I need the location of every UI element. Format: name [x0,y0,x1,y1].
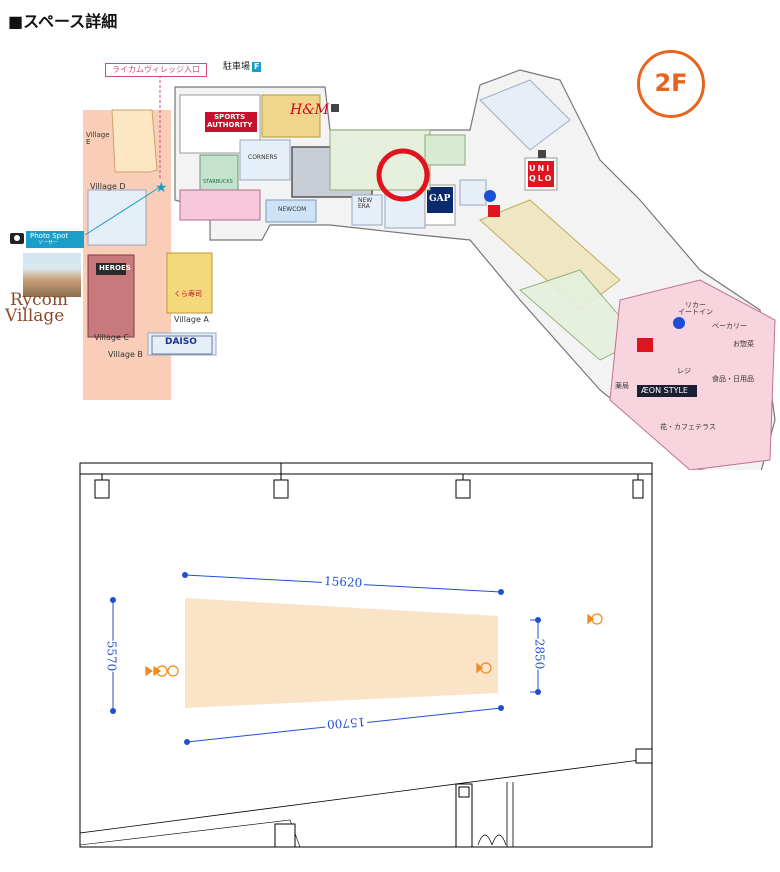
register-label: レジ [677,367,691,375]
heroes-logo: HEROES [99,264,131,272]
deli-label: お惣菜 [733,340,754,348]
uniqlo-logo: UNI QLO [529,164,554,184]
rycom-village-title-line1: Rycom [10,290,68,310]
dimension-right: 2850 [532,638,547,670]
store-corners [239,139,291,181]
photo-spot-subtitle: ソーサー [38,240,58,246]
gap-logo: GAP [429,194,451,204]
highlight-marker [376,148,430,202]
floor-badge-text: 2F [654,69,688,97]
pharmacy-label: 薬局 [615,382,629,390]
dimension-top: 15620 [321,574,365,590]
village-c-label: Village C [94,333,129,342]
kura-label: くら寿司 [174,290,202,298]
photo-spot-title: Photo Spot [30,232,69,240]
space-floor-plan: 15620 15700 5570 2850 [0,440,780,872]
grocery-label: 食品・日用品 [712,375,754,383]
store-left-row [179,189,261,221]
store-newcom [265,199,317,223]
camera-icon [10,233,24,244]
svg-text:★: ★ [155,180,168,196]
floor-map: ★ ライカムヴィレッジ入口 駐車場 F Village E Village D … [0,40,780,470]
newcom-label: NEWCOM [278,206,307,213]
daiso-logo: DAISO [165,337,197,347]
parking-icon: F [252,62,262,72]
village-d-label: Village D [90,182,126,191]
village-b-label: Village B [108,350,143,359]
store-starbucks [199,154,239,194]
sports-authority-logo: SPORTS AUTHORITY [207,113,253,129]
dimension-left: 5570 [104,640,119,672]
village-e-label: Village E [86,131,110,146]
village-a-label: Village A [174,315,209,324]
dimension-bottom: 15700 [324,714,368,732]
event-space-area [185,598,498,708]
rycom-village-title-line2: Village [5,306,65,326]
bakery-label: ベーカリー [712,322,747,330]
store-hm [261,94,321,138]
starbucks-label: STARBUCKS [203,179,233,185]
store-new-era [351,194,383,226]
photo-spot-tag: Photo Spot ソーサー [26,231,84,248]
page-title: ■スペース詳細 [8,12,118,31]
village-e-block [111,109,158,173]
village-a-block [166,252,213,314]
flower-cafe-label: 花・カフェテラス [660,423,716,431]
entrance-label: ライカムヴィレッジ入口 [105,63,207,77]
new-era-label: NEW ERA [358,197,373,210]
parking-label: 駐車場 [223,62,251,72]
store-a [459,179,487,206]
photo-spot-image [23,253,81,297]
aeon-style-area [609,279,776,470]
aeon-style-logo: ÆON STYLE [641,386,688,395]
village-d-block [87,189,147,246]
hm-logo: H&M [290,102,330,118]
corners-label: CORNERS [248,154,278,161]
outlet-icons [145,613,603,677]
floor-badge: 2F [637,50,705,118]
liquor-label: リカー イートイン [678,301,713,316]
